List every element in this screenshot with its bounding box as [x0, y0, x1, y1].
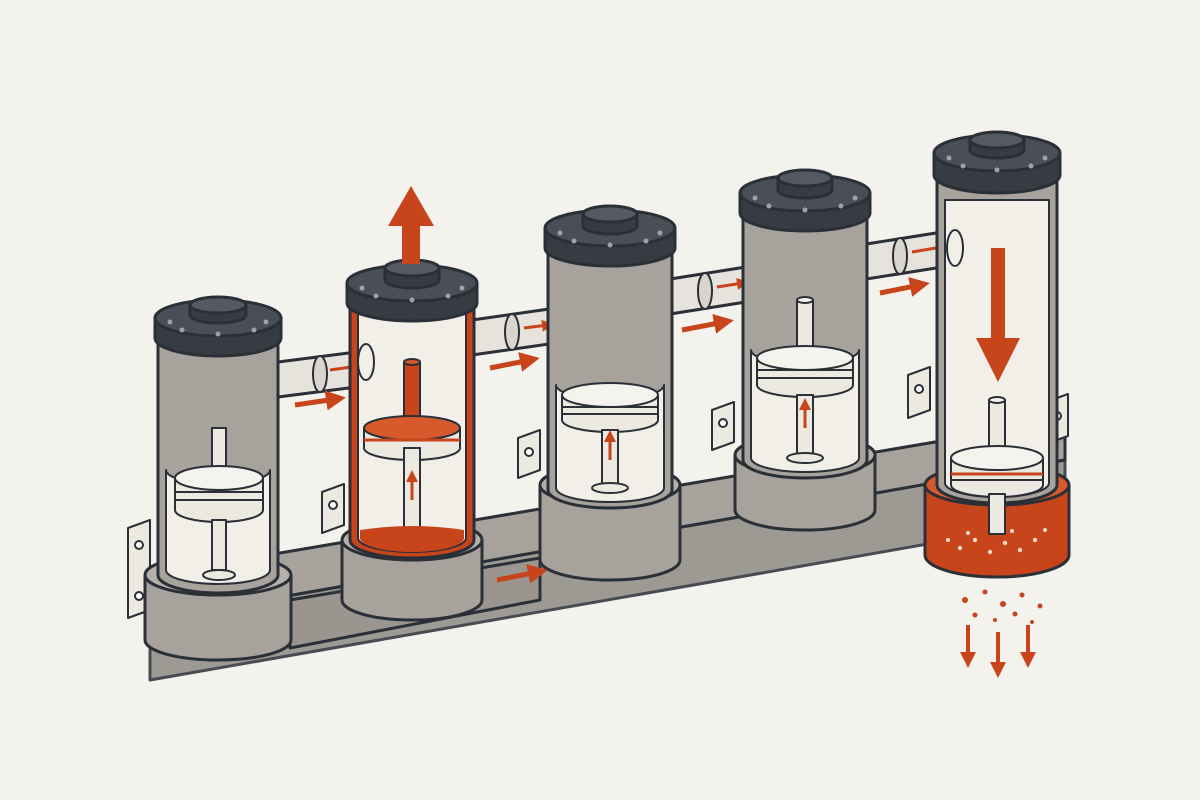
- piston-5: [950, 396, 1044, 535]
- cap-4: [738, 168, 872, 233]
- piston-3: [561, 382, 659, 494]
- flow-arrow-1: [294, 390, 346, 411]
- piston-4: [756, 296, 854, 464]
- flow-arrow-4: [879, 277, 930, 297]
- cap-2: [345, 258, 479, 323]
- piston-1: [174, 427, 264, 581]
- cap-3: [543, 204, 677, 268]
- vent-arrow-up: [388, 186, 434, 264]
- piston-2: [363, 358, 461, 539]
- cylinder-4: [738, 168, 872, 480]
- cap-1: [153, 295, 283, 358]
- flow-arrow-5: [496, 564, 548, 584]
- cylinder-1: [153, 295, 283, 595]
- cylinder-5-discharge: [932, 130, 1062, 535]
- downstroke-arrow: [976, 248, 1020, 382]
- cylinder-2-pressurized: [345, 186, 479, 560]
- flow-arrow-2: [489, 352, 540, 372]
- discharge-output: [960, 589, 1043, 678]
- cap-5: [932, 130, 1062, 195]
- flow-arrow-3: [681, 314, 734, 334]
- cylinder-3: [543, 204, 677, 510]
- flow-arrows: [294, 277, 930, 584]
